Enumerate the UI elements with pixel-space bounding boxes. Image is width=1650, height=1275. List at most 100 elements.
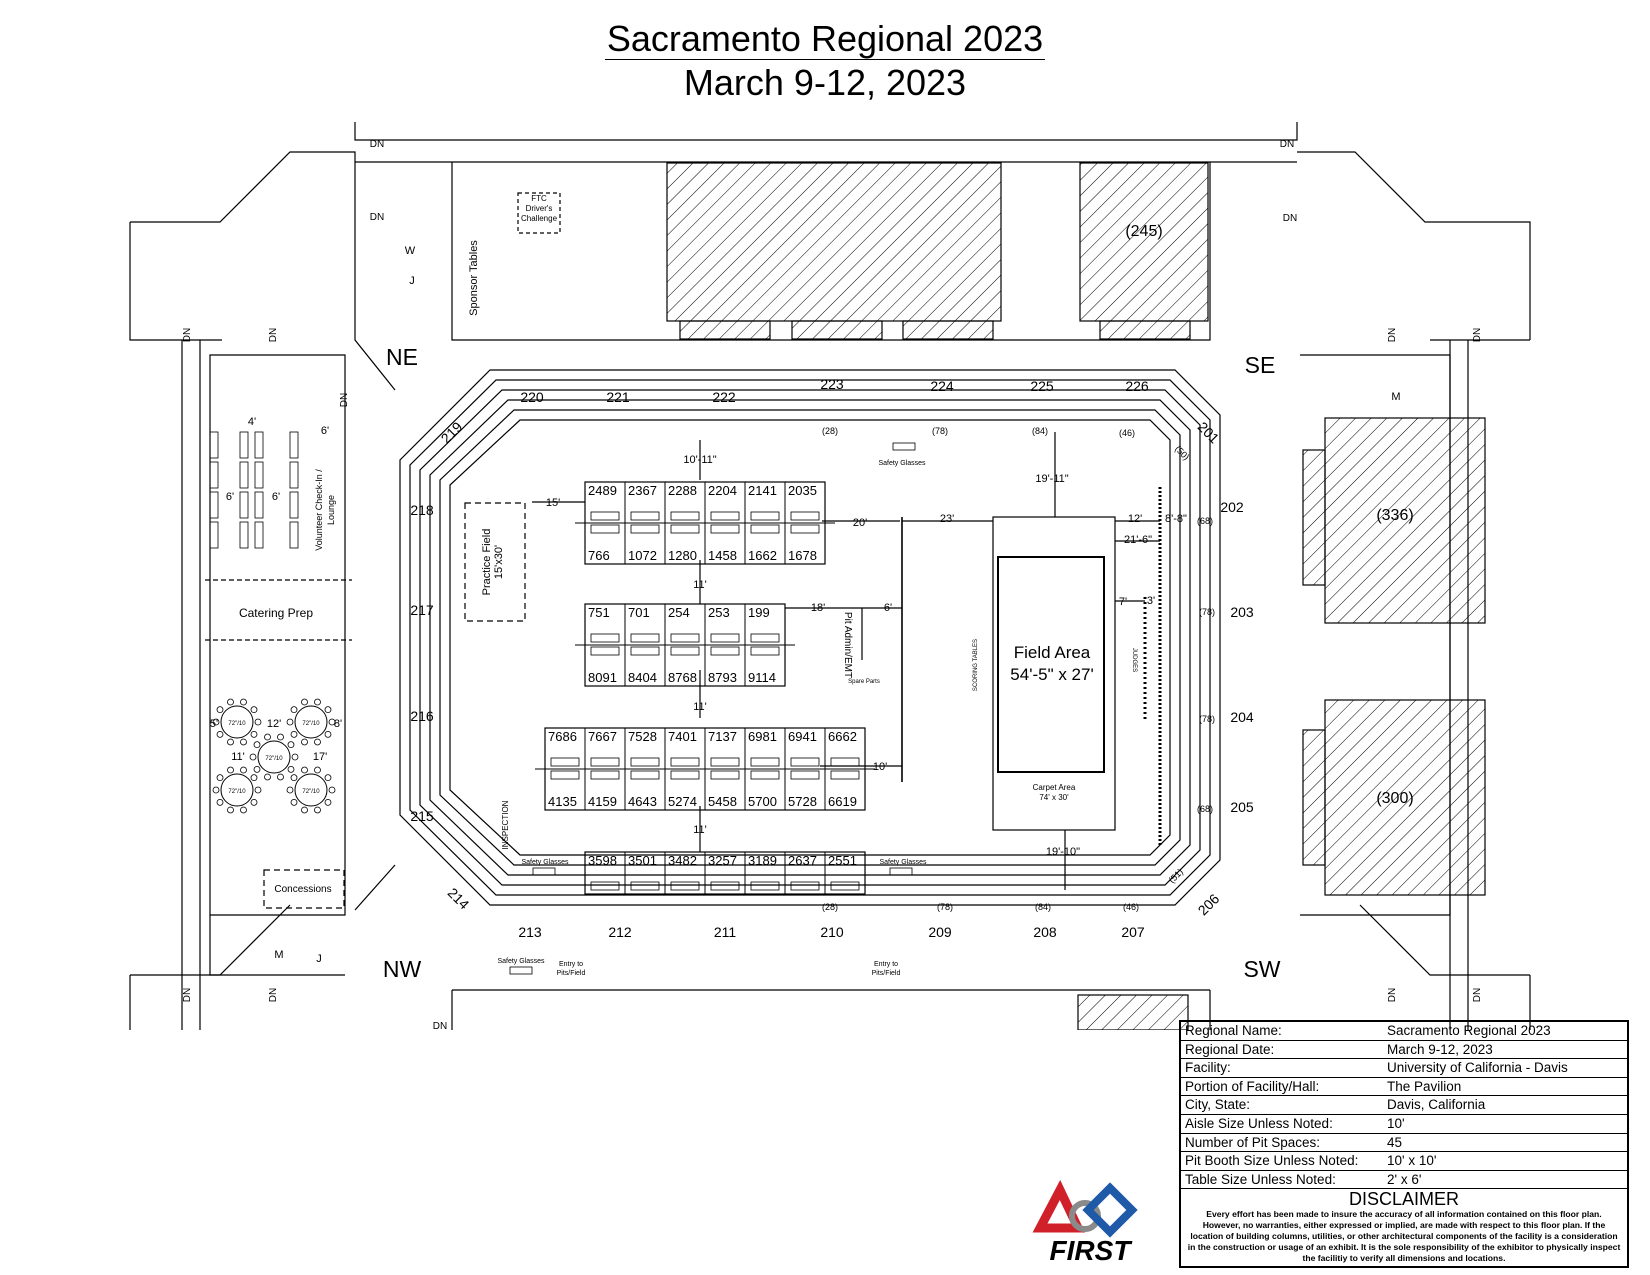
- seat-count: (78): [932, 426, 948, 436]
- seating-section: 220: [520, 389, 544, 405]
- seating-section: 204: [1230, 709, 1254, 725]
- pit-team-number: 3189: [748, 853, 777, 868]
- m-label: M: [1391, 391, 1400, 403]
- pit-team-number: 1280: [668, 548, 697, 563]
- dimension-label: 8': [334, 718, 342, 730]
- pit-team-number: 7528: [628, 729, 657, 744]
- pit-table: [590, 511, 620, 521]
- lounge-table: [289, 521, 299, 549]
- dn-label: DN: [182, 988, 193, 1002]
- round-table: [220, 705, 254, 739]
- info-value: University of California - Davis: [1387, 1060, 1568, 1076]
- scoring-tables-label: SCORING TABLES: [973, 639, 979, 691]
- corner-label: SE: [1245, 352, 1276, 378]
- dn-label: DN: [1283, 213, 1297, 224]
- seat-count: (84): [1035, 902, 1051, 912]
- lounge-table: [254, 461, 264, 489]
- info-key: City, State:: [1185, 1097, 1251, 1113]
- pit-table: [750, 646, 780, 656]
- side-corridors: [181, 340, 1469, 1030]
- lounge-table: [209, 431, 219, 459]
- pit-team-number: 8404: [628, 670, 657, 685]
- lounge-table: [239, 521, 249, 549]
- hatched-block-300: [1324, 699, 1486, 896]
- seating-section: 214: [445, 885, 473, 913]
- pit-team-number: 1678: [788, 548, 817, 563]
- hatched-block-north: [666, 162, 1002, 322]
- dimension-label: 10'-11": [683, 454, 716, 466]
- pit-table: [710, 511, 740, 521]
- lounge-table: [239, 431, 249, 459]
- seating-section: 223: [820, 376, 844, 392]
- volunteer-label: Lounge: [326, 495, 336, 525]
- pit-table: [830, 757, 860, 767]
- dimension-label: 20': [853, 517, 867, 529]
- east-rooms: [1300, 354, 1451, 916]
- upper-outer: [129, 222, 1530, 341]
- info-key: Portion of Facility/Hall:: [1185, 1078, 1320, 1094]
- pit-team-number: 2288: [668, 483, 697, 498]
- pit-table: [710, 524, 740, 534]
- concessions-label: Concessions: [274, 884, 331, 895]
- dimension-label: 11': [693, 701, 707, 713]
- lounge-table: [209, 491, 219, 519]
- dimension-label: 6': [884, 602, 892, 614]
- pit-table: [790, 757, 820, 767]
- corner-label: SW: [1243, 956, 1280, 982]
- pit-table: [710, 770, 740, 780]
- plan-date: March 9-12, 2023: [683, 62, 967, 103]
- pit-team-number: 8768: [668, 670, 697, 685]
- dn-label: DN: [1472, 328, 1483, 342]
- pit-table: [630, 646, 660, 656]
- logo-text: FIRST: [1050, 1235, 1134, 1265]
- safety-glasses-label: Safety Glasses: [879, 859, 927, 866]
- info-row: Regional Name:Sacramento Regional 2023: [1181, 1022, 1627, 1041]
- info-value: 2' x 6': [1387, 1171, 1422, 1187]
- judges-label: JUDGES: [1131, 648, 1137, 672]
- info-key: Number of Pit Spaces:: [1185, 1134, 1321, 1150]
- seating-section: 213: [518, 924, 542, 940]
- dimension-label: 12': [1128, 513, 1142, 525]
- dimension-label: 4': [248, 416, 256, 428]
- seating-section: 207: [1121, 924, 1145, 940]
- seating-section: 208: [1033, 924, 1057, 940]
- field-area: [997, 556, 1105, 773]
- info-value: March 9-12, 2023: [1387, 1041, 1493, 1057]
- lounge-table: [209, 461, 219, 489]
- seating-section: 217: [410, 602, 434, 618]
- pit-team-number: 3257: [708, 853, 737, 868]
- dn-label: DN: [1280, 139, 1294, 150]
- info-row: Table Size Unless Noted:2' x 6': [1181, 1171, 1627, 1190]
- plan-title: Sacramento Regional 2023: [604, 18, 1046, 60]
- hatched-block-245: [1079, 162, 1209, 322]
- pit-team-number: 701: [628, 605, 650, 620]
- info-key: Facility:: [1185, 1060, 1231, 1076]
- info-key: Regional Date:: [1185, 1041, 1275, 1057]
- safety-glasses-label: Safety Glasses: [878, 460, 926, 467]
- ftc-label: FTC: [531, 194, 547, 203]
- pit-team-number: 199: [748, 605, 770, 620]
- pit-team-number: 2551: [828, 853, 857, 868]
- round-table: [294, 705, 328, 739]
- dn-label: DN: [370, 139, 384, 150]
- ftc-label: Driver's: [526, 204, 553, 213]
- corner-label: NE: [386, 344, 418, 370]
- m-label: M: [274, 949, 283, 961]
- info-row: Facility: University of California - Davi…: [1181, 1059, 1627, 1078]
- pit-table: [670, 881, 700, 891]
- pit-team-number: 2204: [708, 483, 737, 498]
- dimension-label: 23': [940, 513, 954, 525]
- pit-team-number: 253: [708, 605, 730, 620]
- entry-label: Entry to: [559, 961, 583, 968]
- seat-count: (68): [1197, 516, 1213, 526]
- west-rooms: [209, 354, 346, 916]
- block-label: (300): [1376, 790, 1413, 807]
- pit-team-number: 1662: [748, 548, 777, 563]
- seat-count: (46): [1119, 428, 1135, 438]
- dn-label: DN: [268, 328, 279, 342]
- lounge-table: [239, 491, 249, 519]
- pit-admin-label: Pit Admin/EMT: [842, 612, 853, 678]
- dimension-label: 6': [226, 491, 234, 503]
- pit-table: [710, 646, 740, 656]
